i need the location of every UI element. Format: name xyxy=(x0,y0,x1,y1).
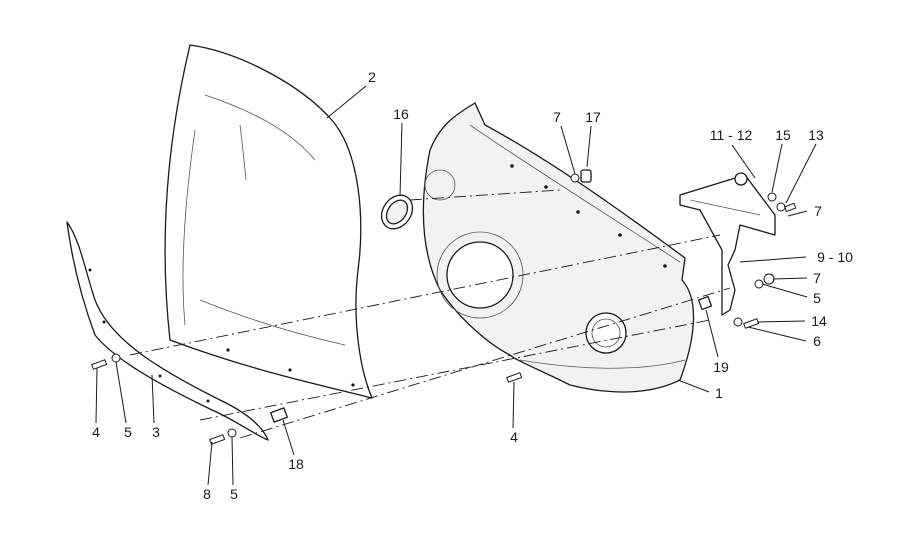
callout-4-left: 4 xyxy=(92,424,100,440)
callout-2: 2 xyxy=(368,69,376,85)
callout-6: 6 xyxy=(813,333,821,349)
callout-9-10: 9 - 10 xyxy=(817,249,853,265)
callout-11-12: 11 - 12 xyxy=(710,127,753,143)
callout-7-upper-bracket: 7 xyxy=(814,203,822,219)
windshield xyxy=(164,44,373,399)
callout-5-left: 5 xyxy=(124,424,132,440)
trim-strip xyxy=(66,221,269,441)
callout-18: 18 xyxy=(288,456,304,472)
callout-8: 8 xyxy=(203,486,211,502)
seal-ring xyxy=(380,194,414,230)
hardware xyxy=(91,169,797,445)
callout-16: 16 xyxy=(393,106,409,122)
callout-19: 19 xyxy=(713,359,729,375)
fairing xyxy=(422,102,695,393)
callout-13: 13 xyxy=(808,127,824,143)
callout-7: 7 xyxy=(553,109,561,125)
callout-5-bottom: 5 xyxy=(230,486,238,502)
bracket xyxy=(679,172,776,316)
callout-1: 1 xyxy=(715,385,723,401)
callout-17: 17 xyxy=(585,109,601,125)
callout-15: 15 xyxy=(775,127,791,143)
callout-7-lower-bracket: 7 xyxy=(813,270,821,286)
leader-lines xyxy=(95,85,817,486)
callout-14: 14 xyxy=(811,313,827,329)
callouts: 2 16 7 17 11 - 12 15 13 7 9 - 10 7 5 14 … xyxy=(92,69,853,502)
assembly-axes xyxy=(129,189,731,439)
callout-4-fairing: 4 xyxy=(510,429,518,445)
callout-5-bracket: 5 xyxy=(813,290,821,306)
callout-3: 3 xyxy=(152,424,160,440)
